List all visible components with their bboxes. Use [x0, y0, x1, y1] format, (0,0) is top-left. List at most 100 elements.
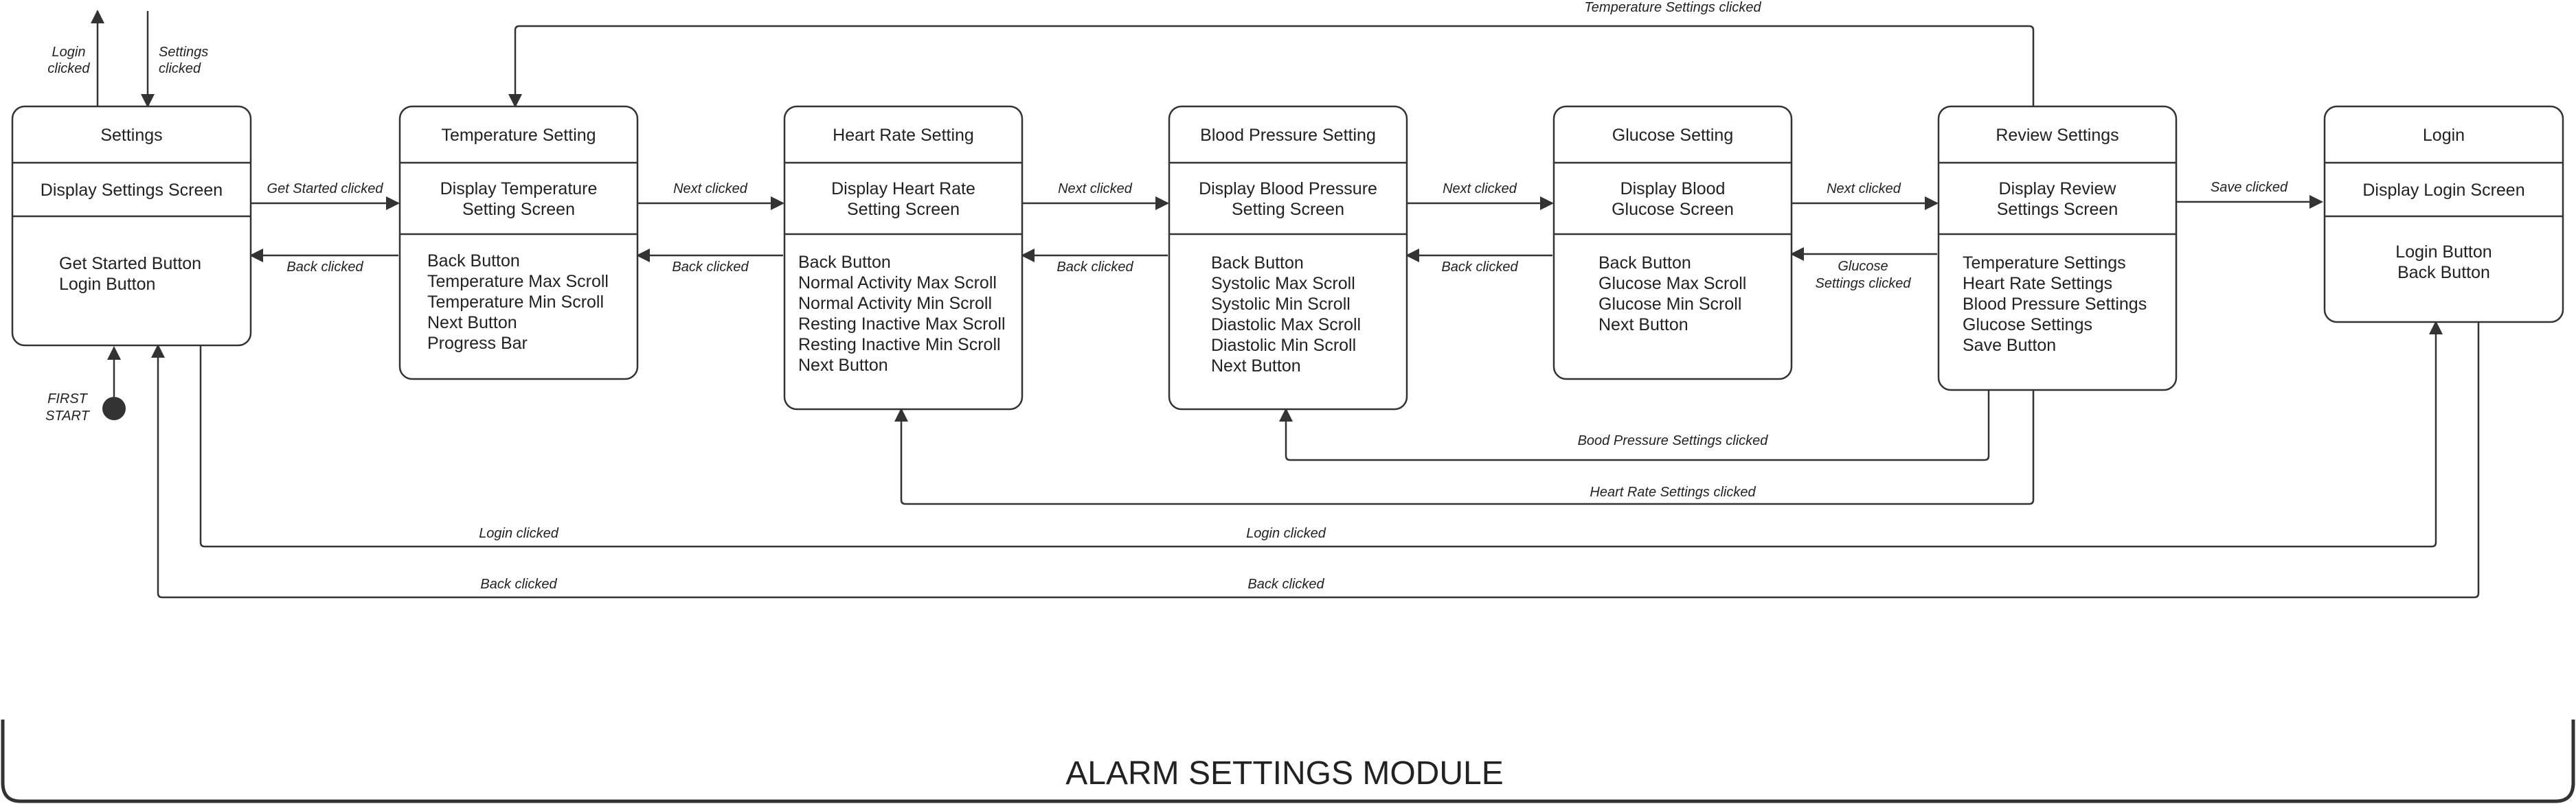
state-glucose-entry-line: Display Blood [1620, 179, 1726, 198]
glucose-settings-label-2: Settings clicked [1816, 276, 1912, 291]
login-loop-label-1: Login clicked [479, 526, 559, 541]
settings-clicked-label-2: clicked [159, 61, 201, 76]
next-label-3: Next clicked [1443, 181, 1517, 196]
state-review-item: Glucose Settings [1963, 315, 2092, 334]
state-temperature-item: Progress Bar [427, 334, 528, 353]
state-temperature-item: Next Button [427, 313, 517, 332]
state-heartrate-title: Heart Rate Setting [833, 126, 974, 145]
state-bloodpressure-item: Diastolic Min Scroll [1211, 336, 1356, 355]
state-bloodpressure-title: Blood Pressure Setting [1200, 126, 1376, 145]
state-heartrate-item: Back Button [798, 253, 891, 272]
state-review-item: Blood Pressure Settings [1963, 295, 2147, 314]
state-bloodpressure-item: Back Button [1211, 253, 1304, 273]
bp-settings-label: Bood Pressure Settings clicked [1578, 433, 1769, 448]
state-review-item: Heart Rate Settings [1963, 274, 2112, 293]
temperature-settings-loop [508, 25, 2035, 108]
state-login-box [2323, 105, 2564, 323]
hr-settings-label: Heart Rate Settings clicked [1590, 485, 1756, 500]
state-heartrate-item: Next Button [798, 356, 888, 375]
state-login-item: Back Button [2397, 263, 2490, 282]
state-heartrate-item: Resting Inactive Max Scroll [798, 314, 1006, 334]
state-heartrate-entry-line: Display Heart Rate [831, 179, 975, 198]
state-temperature-entry-line: Setting Screen [462, 200, 575, 219]
state-temperature-title: Temperature Setting [441, 126, 596, 145]
transitions [91, 10, 2480, 599]
state-bloodpressure-item: Systolic Max Scroll [1211, 274, 1355, 293]
back-label-2: Back clicked [672, 260, 749, 275]
initial-state-dot [102, 397, 126, 420]
settings-clicked-label-1: Settings [159, 45, 208, 60]
state-settings-item: Login Button [59, 275, 155, 294]
state-login-item: Login Button [2395, 242, 2492, 262]
start-label-line-2: START [45, 409, 90, 424]
back-label-1: Back clicked [286, 260, 363, 275]
state-temperature-item: Temperature Min Scroll [427, 292, 604, 312]
state-settings-entry-line: Display Settings Screen [41, 181, 223, 200]
state-temperature-item: Temperature Max Scroll [427, 272, 609, 291]
next-label-2: Next clicked [1058, 181, 1133, 196]
get-started-label: Get Started clicked [267, 181, 384, 196]
state-glucose-entry-line: Glucose Screen [1612, 200, 1734, 219]
login-clicked-label-2: clicked [47, 61, 90, 76]
back-label-4: Back clicked [1441, 260, 1518, 275]
state-login-entry-line: Display Login Screen [2362, 181, 2524, 200]
login-loop-label-2: Login clicked [1246, 526, 1326, 541]
state-temperature-entry-line: Display Temperature [440, 179, 598, 198]
back-loop [151, 322, 2480, 599]
state-review-entry-line: Display Review [1999, 179, 2117, 198]
bp-settings-loop [1279, 390, 1990, 461]
state-review-item: Save Button [1963, 336, 2056, 355]
login-clicked-label-1: Login [52, 45, 86, 60]
state-settings-title: Settings [100, 126, 162, 145]
state-glucose-item: Next Button [1598, 315, 1688, 334]
module-frame [1, 720, 2575, 803]
temperature-settings-label: Temperature Settings clicked [1584, 0, 1761, 15]
state-glucose-box [1552, 105, 1793, 380]
login-loop [199, 321, 2443, 548]
glucose-settings-label-1: Glucose [1838, 259, 1888, 274]
module-title: ALARM SETTINGS MODULE [1065, 755, 1503, 792]
state-bloodpressure-entry-line: Setting Screen [1232, 200, 1344, 219]
state-review-entry-line: Settings Screen [1997, 200, 2119, 219]
back-loop-label-1: Back clicked [480, 577, 557, 592]
state-heartrate-item: Normal Activity Min Scroll [798, 294, 992, 313]
state-review-box [1937, 105, 2178, 391]
state-heartrate-item: Normal Activity Max Scroll [798, 273, 997, 292]
state-review-title: Review Settings [1996, 126, 2119, 145]
back-label-3: Back clicked [1057, 260, 1133, 275]
state-login-title: Login [2423, 126, 2465, 145]
state-heartrate-entry-line: Setting Screen [847, 200, 960, 219]
state-glucose-item: Back Button [1598, 253, 1691, 273]
next-label-4: Next clicked [1827, 181, 1901, 196]
save-label: Save clicked [2211, 180, 2288, 195]
hr-settings-loop [894, 390, 2035, 505]
state-temperature-box [398, 105, 639, 380]
back-loop-label-2: Back clicked [1247, 577, 1324, 592]
state-bloodpressure-item: Next Button [1211, 356, 1301, 376]
state-heartrate-box [783, 105, 1024, 411]
state-bloodpressure-item: Diastolic Max Scroll [1211, 315, 1361, 334]
state-bloodpressure-item: Systolic Min Scroll [1211, 295, 1351, 314]
state-heartrate-item: Resting Inactive Min Scroll [798, 335, 1001, 354]
transition-labels: Login clicked Settings clicked Get Start… [47, 0, 2288, 592]
state-bloodpressure-box [1168, 105, 1408, 411]
state-glucose-item: Glucose Max Scroll [1598, 274, 1746, 293]
state-bloodpressure-entry-line: Display Blood Pressure [1199, 179, 1377, 198]
state-settings-box [11, 105, 252, 347]
next-label-1: Next clicked [673, 181, 748, 196]
start-label-line-1: FIRST [47, 391, 89, 406]
state-settings-item: Get Started Button [59, 254, 201, 273]
state-temperature-item: Back Button [427, 251, 520, 271]
state-glucose-item: Glucose Min Scroll [1598, 295, 1741, 314]
state-glucose-title: Glucose Setting [1612, 126, 1734, 145]
state-review-item: Temperature Settings [1963, 253, 2126, 273]
